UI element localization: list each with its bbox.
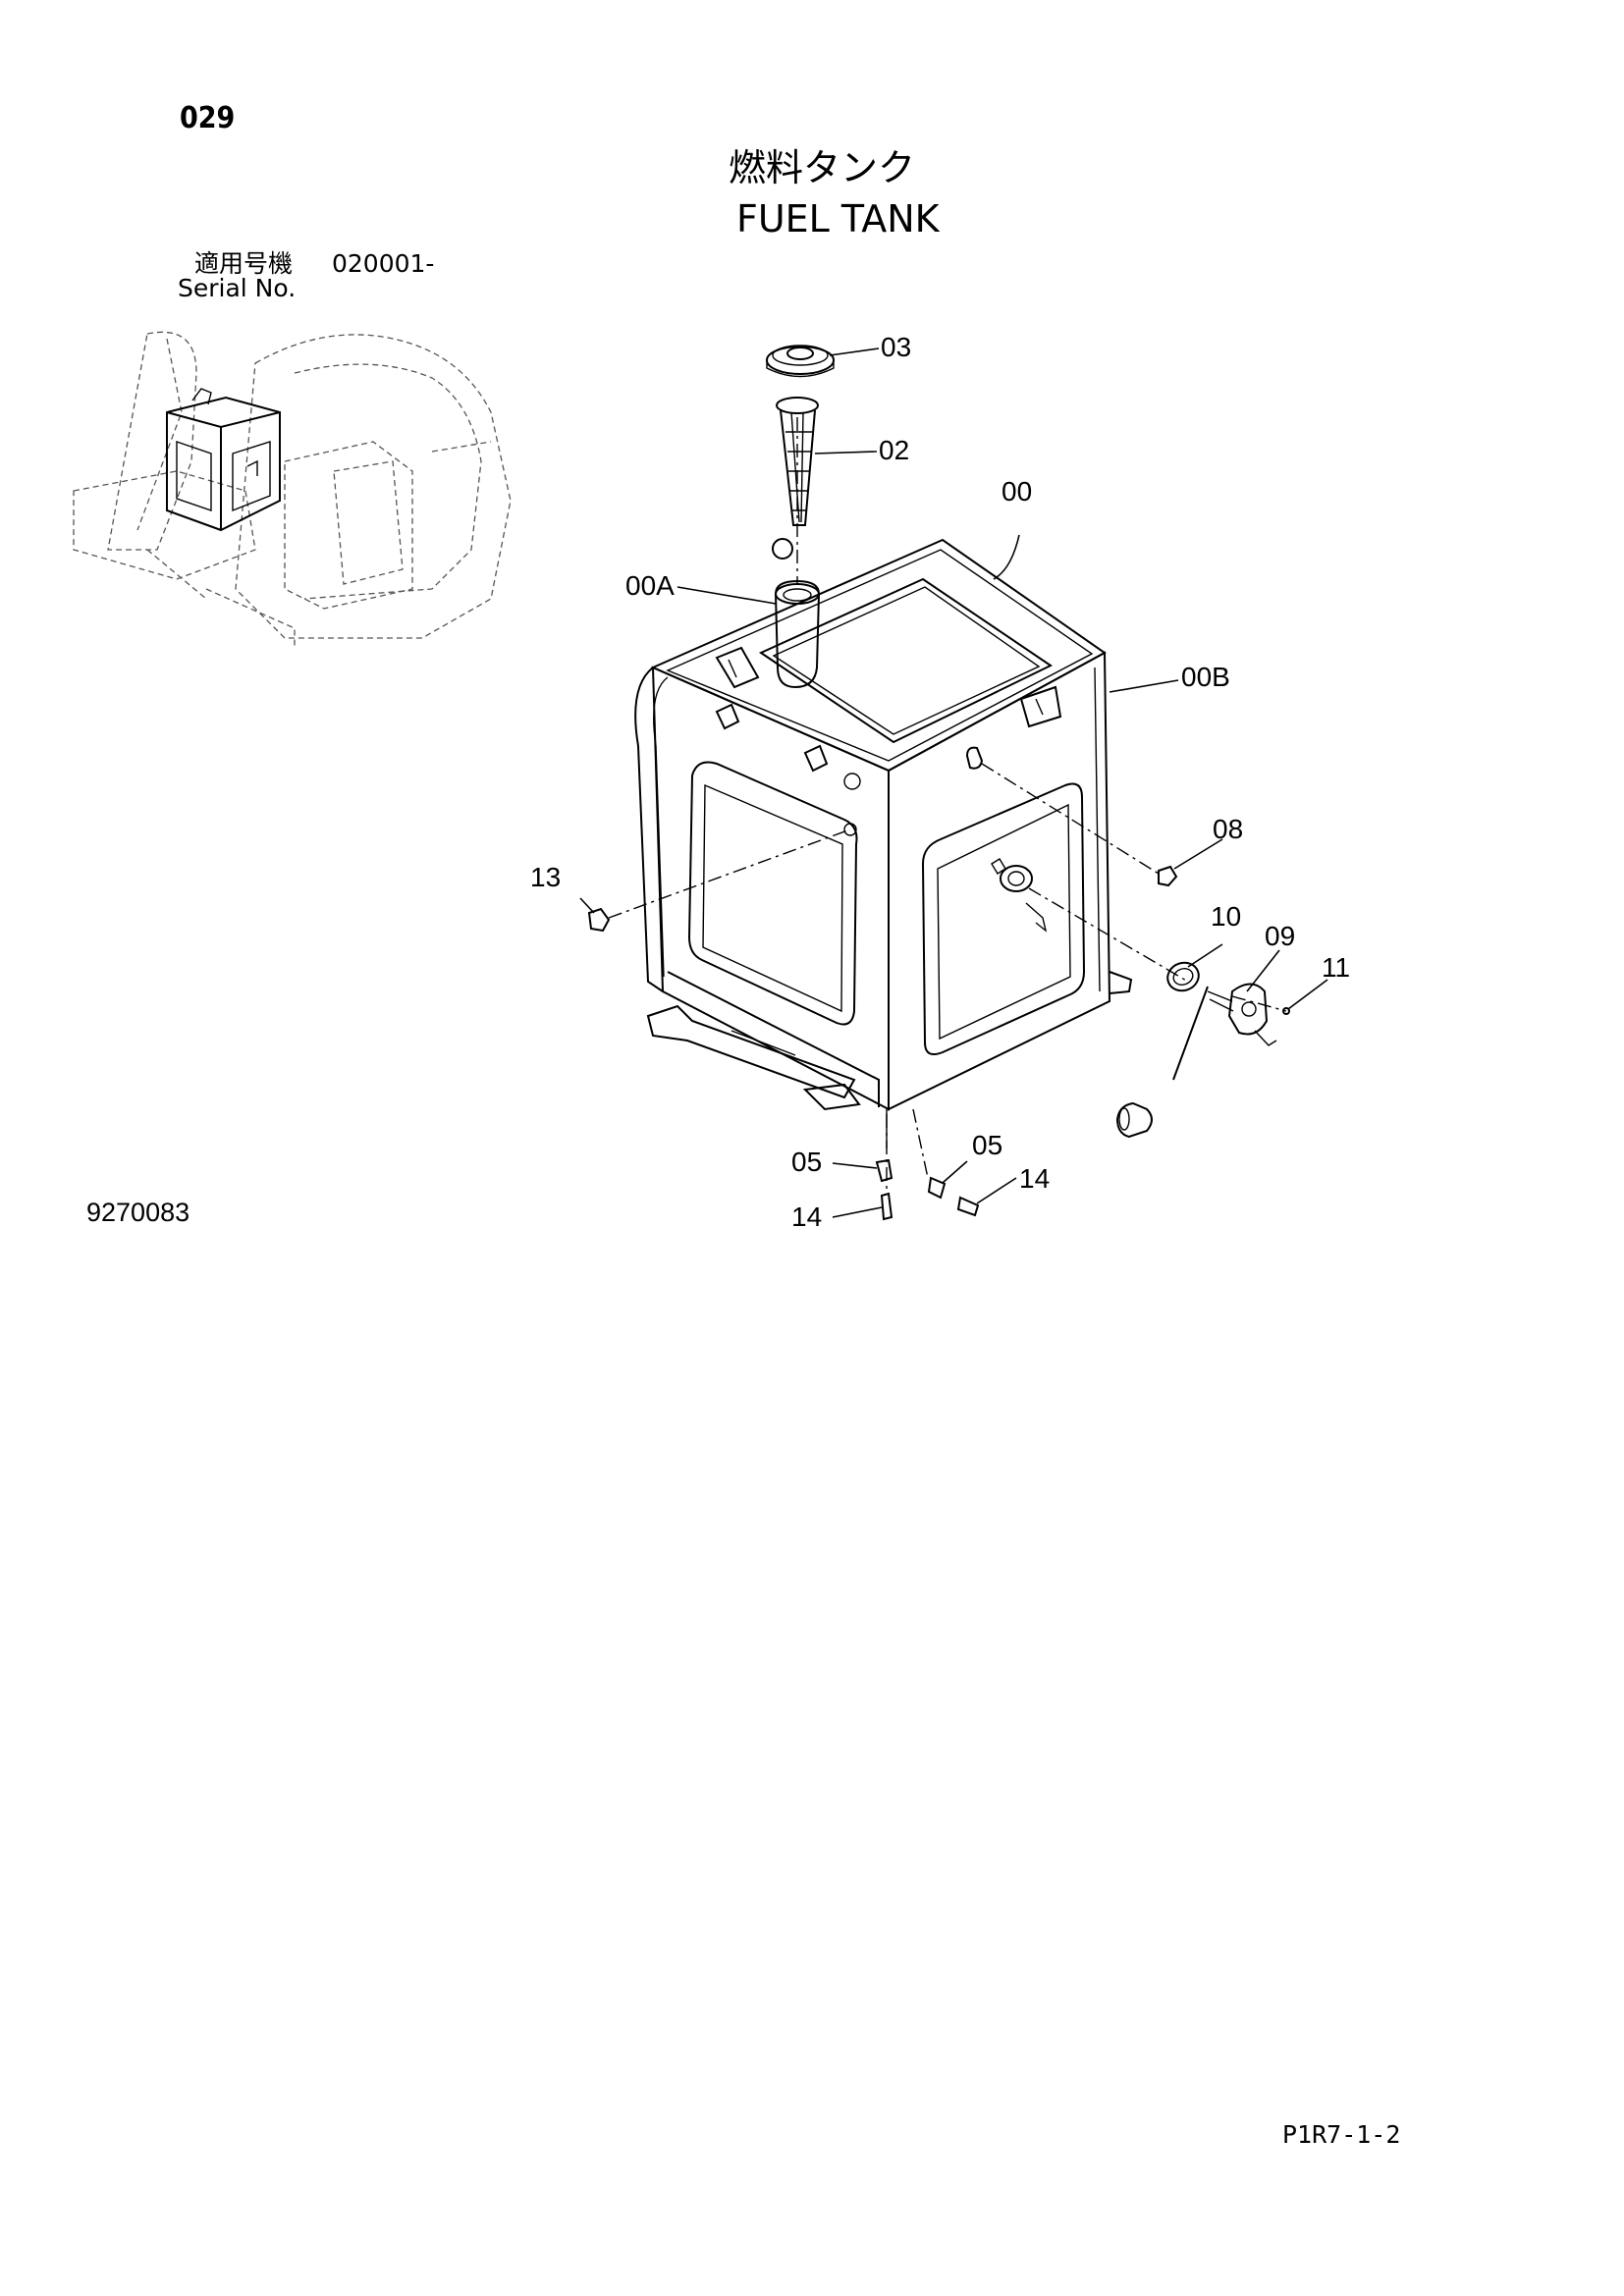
axis-lines: [608, 417, 1287, 1193]
callout-14-right: 14: [1019, 1163, 1051, 1194]
page-number: 029: [180, 101, 236, 135]
drawing-number: 9270083: [86, 1198, 190, 1227]
fasteners: [587, 865, 1178, 1221]
page-title-en: FUEL TANK: [736, 197, 940, 240]
strainer: [772, 397, 819, 560]
callout-05-right: 05: [972, 1130, 1003, 1160]
fuel-cap: [766, 345, 835, 378]
callout-00b: 00B: [1181, 662, 1230, 692]
callout-05-left: 05: [791, 1147, 823, 1177]
serial-label-jp: 適用号機: [194, 249, 294, 278]
locator-thumbnail: [73, 331, 512, 648]
callout-08: 08: [1213, 814, 1244, 844]
serial-label-en: Serial No.: [178, 274, 297, 302]
callout-11: 11: [1322, 952, 1351, 983]
callout-09: 09: [1265, 921, 1296, 951]
page-title-jp: 燃料タンク: [729, 146, 916, 189]
callout-03: 03: [881, 332, 912, 362]
serial-from: 020001-: [332, 249, 435, 278]
tank-body: [634, 538, 1133, 1179]
callout-02: 02: [879, 435, 910, 465]
callout-10: 10: [1211, 901, 1242, 932]
callout-00: 00: [1001, 476, 1033, 507]
leader-lines: [579, 347, 1328, 1218]
callout-13: 13: [530, 862, 562, 892]
callout-14-left: 14: [791, 1201, 823, 1232]
callout-00a: 00A: [625, 570, 675, 601]
level-sender: [1115, 961, 1290, 1139]
page-ref: P1R7-1-2: [1282, 2120, 1401, 2149]
